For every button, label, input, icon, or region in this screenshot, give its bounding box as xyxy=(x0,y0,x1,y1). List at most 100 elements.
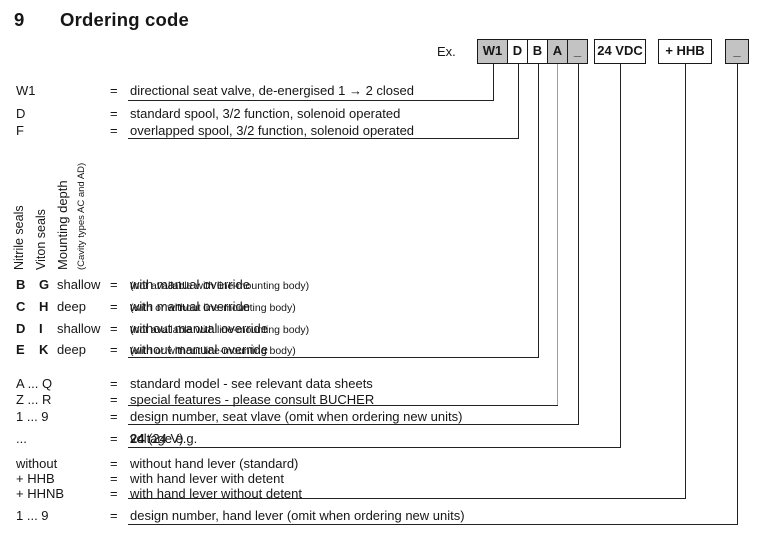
equals-sign: = xyxy=(110,431,118,446)
code-label: W1 xyxy=(16,83,36,98)
column-header-nitrile-seals: Nitrile seals xyxy=(12,205,26,270)
code-description: without manual override (with or without… xyxy=(130,342,296,357)
table-row: E K deep = without manual override (with… xyxy=(0,342,757,358)
column-header-cavity-note: (Cavity types AC and AD) xyxy=(76,162,87,270)
code-description: overlapped spool, 3/2 function, solenoid… xyxy=(130,123,415,138)
code-description: design number, seat vlave (omit when ord… xyxy=(130,409,463,424)
equals-sign: = xyxy=(110,392,118,407)
description-note: (with or without line-mounting body) xyxy=(130,302,296,314)
table-row: without = without hand lever (standard) xyxy=(0,456,757,472)
description-post: (24 V) xyxy=(144,431,184,446)
connector-w1-line xyxy=(128,64,494,101)
depth-label: shallow xyxy=(57,321,101,336)
description-main: with manual override xyxy=(130,277,250,292)
equals-sign: = xyxy=(110,456,118,471)
code-description: design number, hand lever (omit when ord… xyxy=(130,508,465,523)
column-header-viton-seals: Viton seals xyxy=(34,209,48,270)
nitrile-code: E xyxy=(16,342,25,357)
code-label: + HHB xyxy=(16,471,55,486)
voltage-value: 24 xyxy=(130,431,145,446)
table-row: + HHB = with hand lever with detent xyxy=(0,471,757,487)
table-row: F = overlapped spool, 3/2 function, sole… xyxy=(0,123,757,139)
code-description: voltage e.g. 24 (24 V) xyxy=(130,431,197,446)
equals-sign: = xyxy=(110,409,118,424)
code-label: 1 ... 9 xyxy=(16,409,49,424)
table-row: D I shallow = without manual override (n… xyxy=(0,321,757,337)
viton-code: I xyxy=(39,321,43,336)
code-box-blank1: _ xyxy=(567,39,588,64)
equals-sign: = xyxy=(110,342,118,357)
code-label: without xyxy=(16,456,58,471)
table-row: W1 = directional seat valve, de-energise… xyxy=(0,83,757,99)
equals-sign: = xyxy=(110,83,118,98)
connector-spool-line xyxy=(128,64,519,139)
equals-sign: = xyxy=(110,508,118,523)
depth-label: shallow xyxy=(57,277,101,292)
code-label: F xyxy=(16,123,24,138)
nitrile-code: C xyxy=(16,299,26,314)
equals-sign: = xyxy=(110,471,118,486)
code-description: with manual override (with or without li… xyxy=(130,299,296,314)
code-description: standard spool, 3/2 function, solenoid o… xyxy=(130,106,401,121)
equals-sign: = xyxy=(110,486,118,501)
description-main: without manual override xyxy=(130,342,269,357)
connector-model-underline xyxy=(128,405,558,406)
connector-hand-lever-line xyxy=(128,64,686,499)
equals-sign: = xyxy=(110,106,118,121)
code-description: special features - please consult BUCHER xyxy=(130,392,375,407)
depth-label: deep xyxy=(57,299,86,314)
code-box-hhb: + HHB xyxy=(658,39,712,64)
code-box-a: A xyxy=(547,39,568,64)
equals-sign: = xyxy=(110,277,118,292)
table-row: ... = voltage e.g. 24 (24 V) xyxy=(0,431,757,447)
code-box-w1: W1 xyxy=(477,39,508,64)
connector-model-vline xyxy=(557,64,558,405)
table-row: 1 ... 9 = design number, seat vlave (omi… xyxy=(0,409,757,425)
viton-code: H xyxy=(39,299,49,314)
table-row: 1 ... 9 = design number, hand lever (omi… xyxy=(0,508,757,524)
section-number: 9 xyxy=(14,9,25,30)
table-row: Z ... R = special features - please cons… xyxy=(0,392,757,408)
table-row: + HHNB = with hand lever without detent xyxy=(0,486,757,502)
example-label: Ex. xyxy=(437,44,456,59)
code-description: with hand lever with detent xyxy=(130,471,284,486)
connector-design-seat-line xyxy=(128,64,579,425)
page-title: Ordering code xyxy=(60,9,190,30)
code-box-voltage: 24 VDC xyxy=(594,39,646,64)
description-note: (not available with line-mounting body) xyxy=(130,324,310,336)
table-row: B G shallow = with manual override (not … xyxy=(0,277,757,293)
code-description: without manual override (not available w… xyxy=(130,321,309,336)
equals-sign: = xyxy=(110,123,118,138)
equals-sign: = xyxy=(110,299,118,314)
connector-voltage-line xyxy=(128,64,621,448)
code-label: D xyxy=(16,106,26,121)
description-note: (with or without line-mounting body) xyxy=(130,345,296,357)
equals-sign: = xyxy=(110,321,118,336)
connector-design-lever-line xyxy=(128,64,738,525)
viton-code: G xyxy=(39,277,50,292)
viton-code: K xyxy=(39,342,49,357)
description-main: without manual override xyxy=(130,321,269,336)
code-description: standard model - see relevant data sheet… xyxy=(130,376,373,391)
code-box-d: D xyxy=(507,39,528,64)
code-description: without hand lever (standard) xyxy=(130,456,299,471)
code-label: Z ... R xyxy=(16,392,52,407)
code-description: directional seat valve, de-energised 1 →… xyxy=(130,83,414,98)
code-description: with manual override (not available with… xyxy=(130,277,309,292)
depth-label: deep xyxy=(57,342,86,357)
description-pre: voltage e.g. xyxy=(130,431,198,446)
nitrile-code: D xyxy=(16,321,26,336)
code-box-blank2: _ xyxy=(725,39,749,64)
code-label: ... xyxy=(16,431,27,446)
code-label: + HHNB xyxy=(16,486,65,501)
code-label: 1 ... 9 xyxy=(16,508,49,523)
description-main: with manual override xyxy=(130,299,250,314)
nitrile-code: B xyxy=(16,277,26,292)
code-description: with hand lever without detent xyxy=(130,486,302,501)
code-box-b: B xyxy=(527,39,548,64)
table-row: C H deep = with manual override (with or… xyxy=(0,299,757,315)
table-row: A ... Q = standard model - see relevant … xyxy=(0,376,757,392)
table-row: D = standard spool, 3/2 function, soleno… xyxy=(0,106,757,122)
column-header-mounting-depth: Mounting depth xyxy=(55,180,70,270)
